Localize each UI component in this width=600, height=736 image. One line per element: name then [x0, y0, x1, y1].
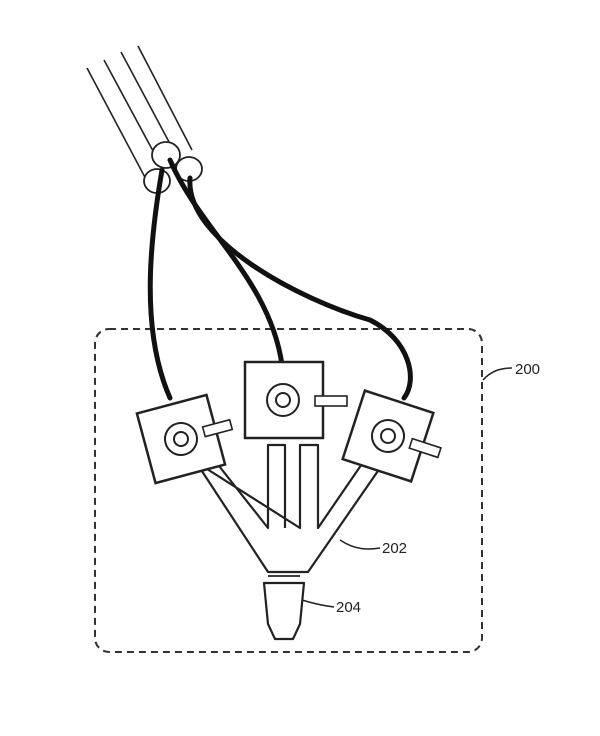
label-200: 200	[515, 361, 540, 378]
module-right	[341, 389, 442, 483]
tip	[262, 581, 306, 641]
module-center	[243, 360, 348, 440]
cable-bundle	[86, 45, 193, 184]
leader-202	[339, 539, 381, 550]
label-204: 204	[336, 599, 361, 616]
leader-204	[301, 599, 335, 608]
leader-200	[482, 367, 513, 381]
supply-tubes	[147, 157, 413, 401]
label-202: 202	[382, 540, 407, 557]
module-left	[135, 393, 234, 485]
dashed-enclosure	[94, 328, 483, 653]
